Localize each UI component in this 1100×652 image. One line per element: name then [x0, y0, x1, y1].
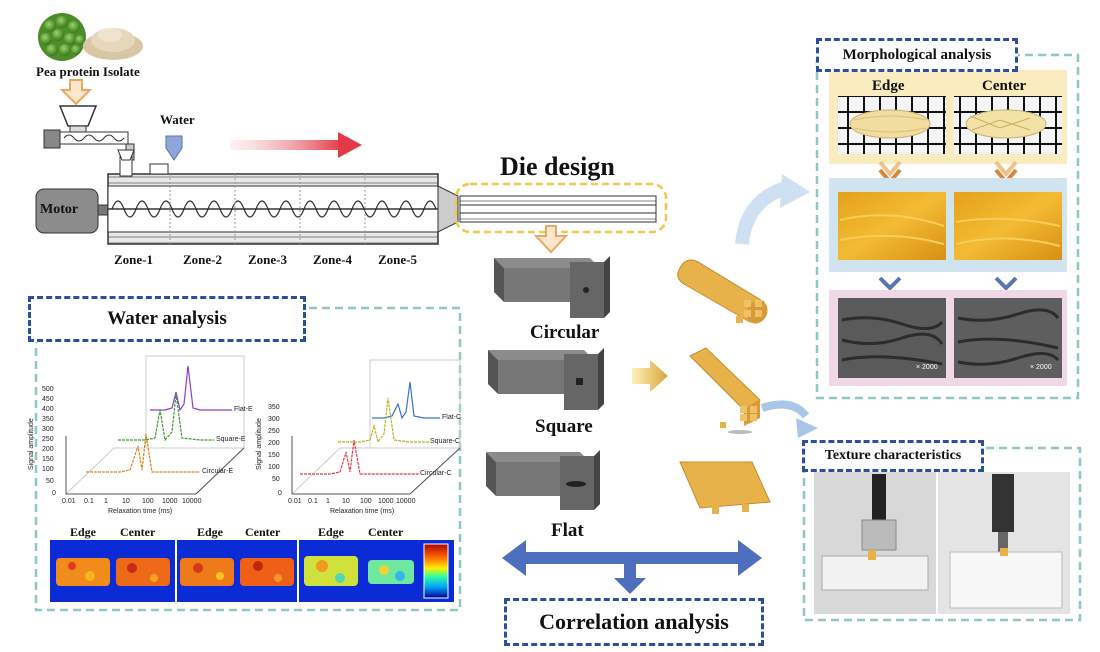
nmr1-ytick: 250 [42, 436, 54, 443]
nmr1-ytick: 450 [42, 396, 54, 403]
zone-5-label: Zone-5 [378, 252, 417, 267]
sem-scale-2: × 2000 [916, 364, 938, 371]
correlation-analysis-title: Correlation analysis [504, 598, 764, 646]
series-square-c: Square-C [430, 438, 460, 445]
series-circular-c: Circular-C [420, 470, 452, 477]
nmr2-xtick: 0.01 [288, 498, 302, 505]
nmr2-ytick: 150 [268, 452, 280, 459]
nmr1-xlabel: Relaxation time (ms) [108, 508, 173, 515]
water-arrow-icon [165, 135, 183, 161]
curved-arrow-down-icon [760, 400, 818, 438]
nmr1-ylabel: Signal amplitude [28, 418, 35, 470]
curved-arrow-up-icon [735, 174, 810, 245]
nmr2-ytick: 0 [278, 490, 282, 497]
nmr1-ytick: 0 [52, 490, 56, 497]
nmr1-xtick: 10000 [182, 498, 202, 505]
gold-arrow-icon [632, 360, 668, 392]
zone-3-label: Zone-3 [248, 252, 287, 267]
sem-scale-1: × 2000 [1030, 364, 1052, 371]
nmr1-ytick: 100 [42, 466, 54, 473]
nmr2-ytick: 300 [268, 416, 280, 423]
motor-label: Motor [40, 202, 79, 217]
nmr1-xtick: 0.1 [84, 498, 94, 505]
square-product-icon [689, 347, 761, 434]
nmr2-xtick: 0.1 [308, 498, 318, 505]
heatmap-center-2: Center [245, 525, 281, 539]
nmr1-xtick: 0.01 [62, 498, 76, 505]
series-flat-c: Flat-C [442, 414, 462, 421]
water-analysis-title: Water analysis [28, 296, 306, 342]
circular-die-icon [494, 256, 610, 318]
nmr2-ytick: 200 [268, 440, 280, 447]
nmr2-xtick: 10000 [396, 498, 416, 505]
flat-product-icon [679, 461, 771, 514]
nmr2-xtick: 10 [342, 498, 350, 505]
die-icon [454, 182, 668, 234]
nmr1-ytick: 500 [42, 386, 54, 393]
nmr2-ytick: 350 [268, 404, 280, 411]
square-die-icon [488, 348, 604, 410]
chevron-down-blue-icon [878, 276, 1018, 291]
down-arrow-icon [59, 79, 93, 106]
morph-center-label: Center [982, 78, 1027, 94]
texture-characteristics-title: Texture characteristics [802, 440, 984, 472]
morph-edge-label: Edge [872, 78, 905, 94]
die-design-title: Die design [500, 152, 615, 181]
series-circular-e: Circular-E [202, 468, 234, 475]
heatmap-edge-1: Edge [70, 525, 97, 539]
nmr2-ylabel: Signal amplitude [256, 418, 263, 470]
nmr2-xlabel: Relaxation time (ms) [330, 508, 395, 515]
heatmap-edge-2: Edge [197, 525, 224, 539]
nmr2-ytick: 100 [268, 464, 280, 471]
nmr-plot-edge [64, 355, 246, 495]
series-square-e: Square-E [216, 436, 246, 443]
zone-4-label: Zone-4 [313, 252, 352, 267]
pea-icon [38, 13, 86, 61]
nmr1-ytick: 400 [42, 406, 54, 413]
double-arrow-icon [502, 540, 762, 594]
nmr2-xtick: 1 [326, 498, 330, 505]
circular-product-icon [677, 259, 768, 324]
nmr2-xtick: 1000 [378, 498, 394, 505]
extruder-barrel [107, 149, 459, 245]
pea-protein-label: Pea protein Isolate [36, 64, 140, 79]
flow-arrow-icon [230, 132, 362, 158]
zone-1-label: Zone-1 [114, 252, 153, 267]
circular-label: Circular [530, 322, 600, 343]
heatmap-center-3: Center [368, 525, 404, 539]
nmr1-xtick: 100 [142, 498, 154, 505]
nmr1-ytick: 300 [42, 426, 54, 433]
flat-label: Flat [551, 520, 584, 541]
nmr1-ytick: 150 [42, 456, 54, 463]
nmr1-ytick: 50 [46, 478, 54, 485]
hopper-icon [58, 105, 98, 133]
texture-analyzer-icon [821, 474, 1063, 609]
series-flat-e: Flat-E [234, 406, 253, 413]
water-label: Water [160, 112, 195, 127]
square-label: Square [535, 416, 593, 437]
heatmap-center-1: Center [120, 525, 156, 539]
heatmap-samples [56, 556, 414, 586]
nmr1-ytick: 200 [42, 446, 54, 453]
nmr1-ytick: 350 [42, 416, 54, 423]
nmr2-xtick: 100 [360, 498, 372, 505]
flat-die-icon [486, 450, 600, 510]
nmr1-xtick: 10 [122, 498, 130, 505]
sample-edge-icon [849, 109, 931, 139]
nmr-plot-center [290, 359, 462, 495]
heatmap-edge-3: Edge [318, 525, 345, 539]
nmr2-ytick: 50 [272, 476, 280, 483]
sample-center-icon [965, 109, 1047, 139]
morphological-analysis-title: Morphological analysis [816, 38, 1018, 72]
motor-icon [35, 188, 109, 234]
powder-icon [83, 28, 143, 60]
die-down-arrow-icon [533, 225, 569, 254]
zone-2-label: Zone-2 [183, 252, 222, 267]
nmr1-xtick: 1 [104, 498, 108, 505]
nmr1-xtick: 1000 [162, 498, 178, 505]
nmr2-ytick: 250 [268, 428, 280, 435]
